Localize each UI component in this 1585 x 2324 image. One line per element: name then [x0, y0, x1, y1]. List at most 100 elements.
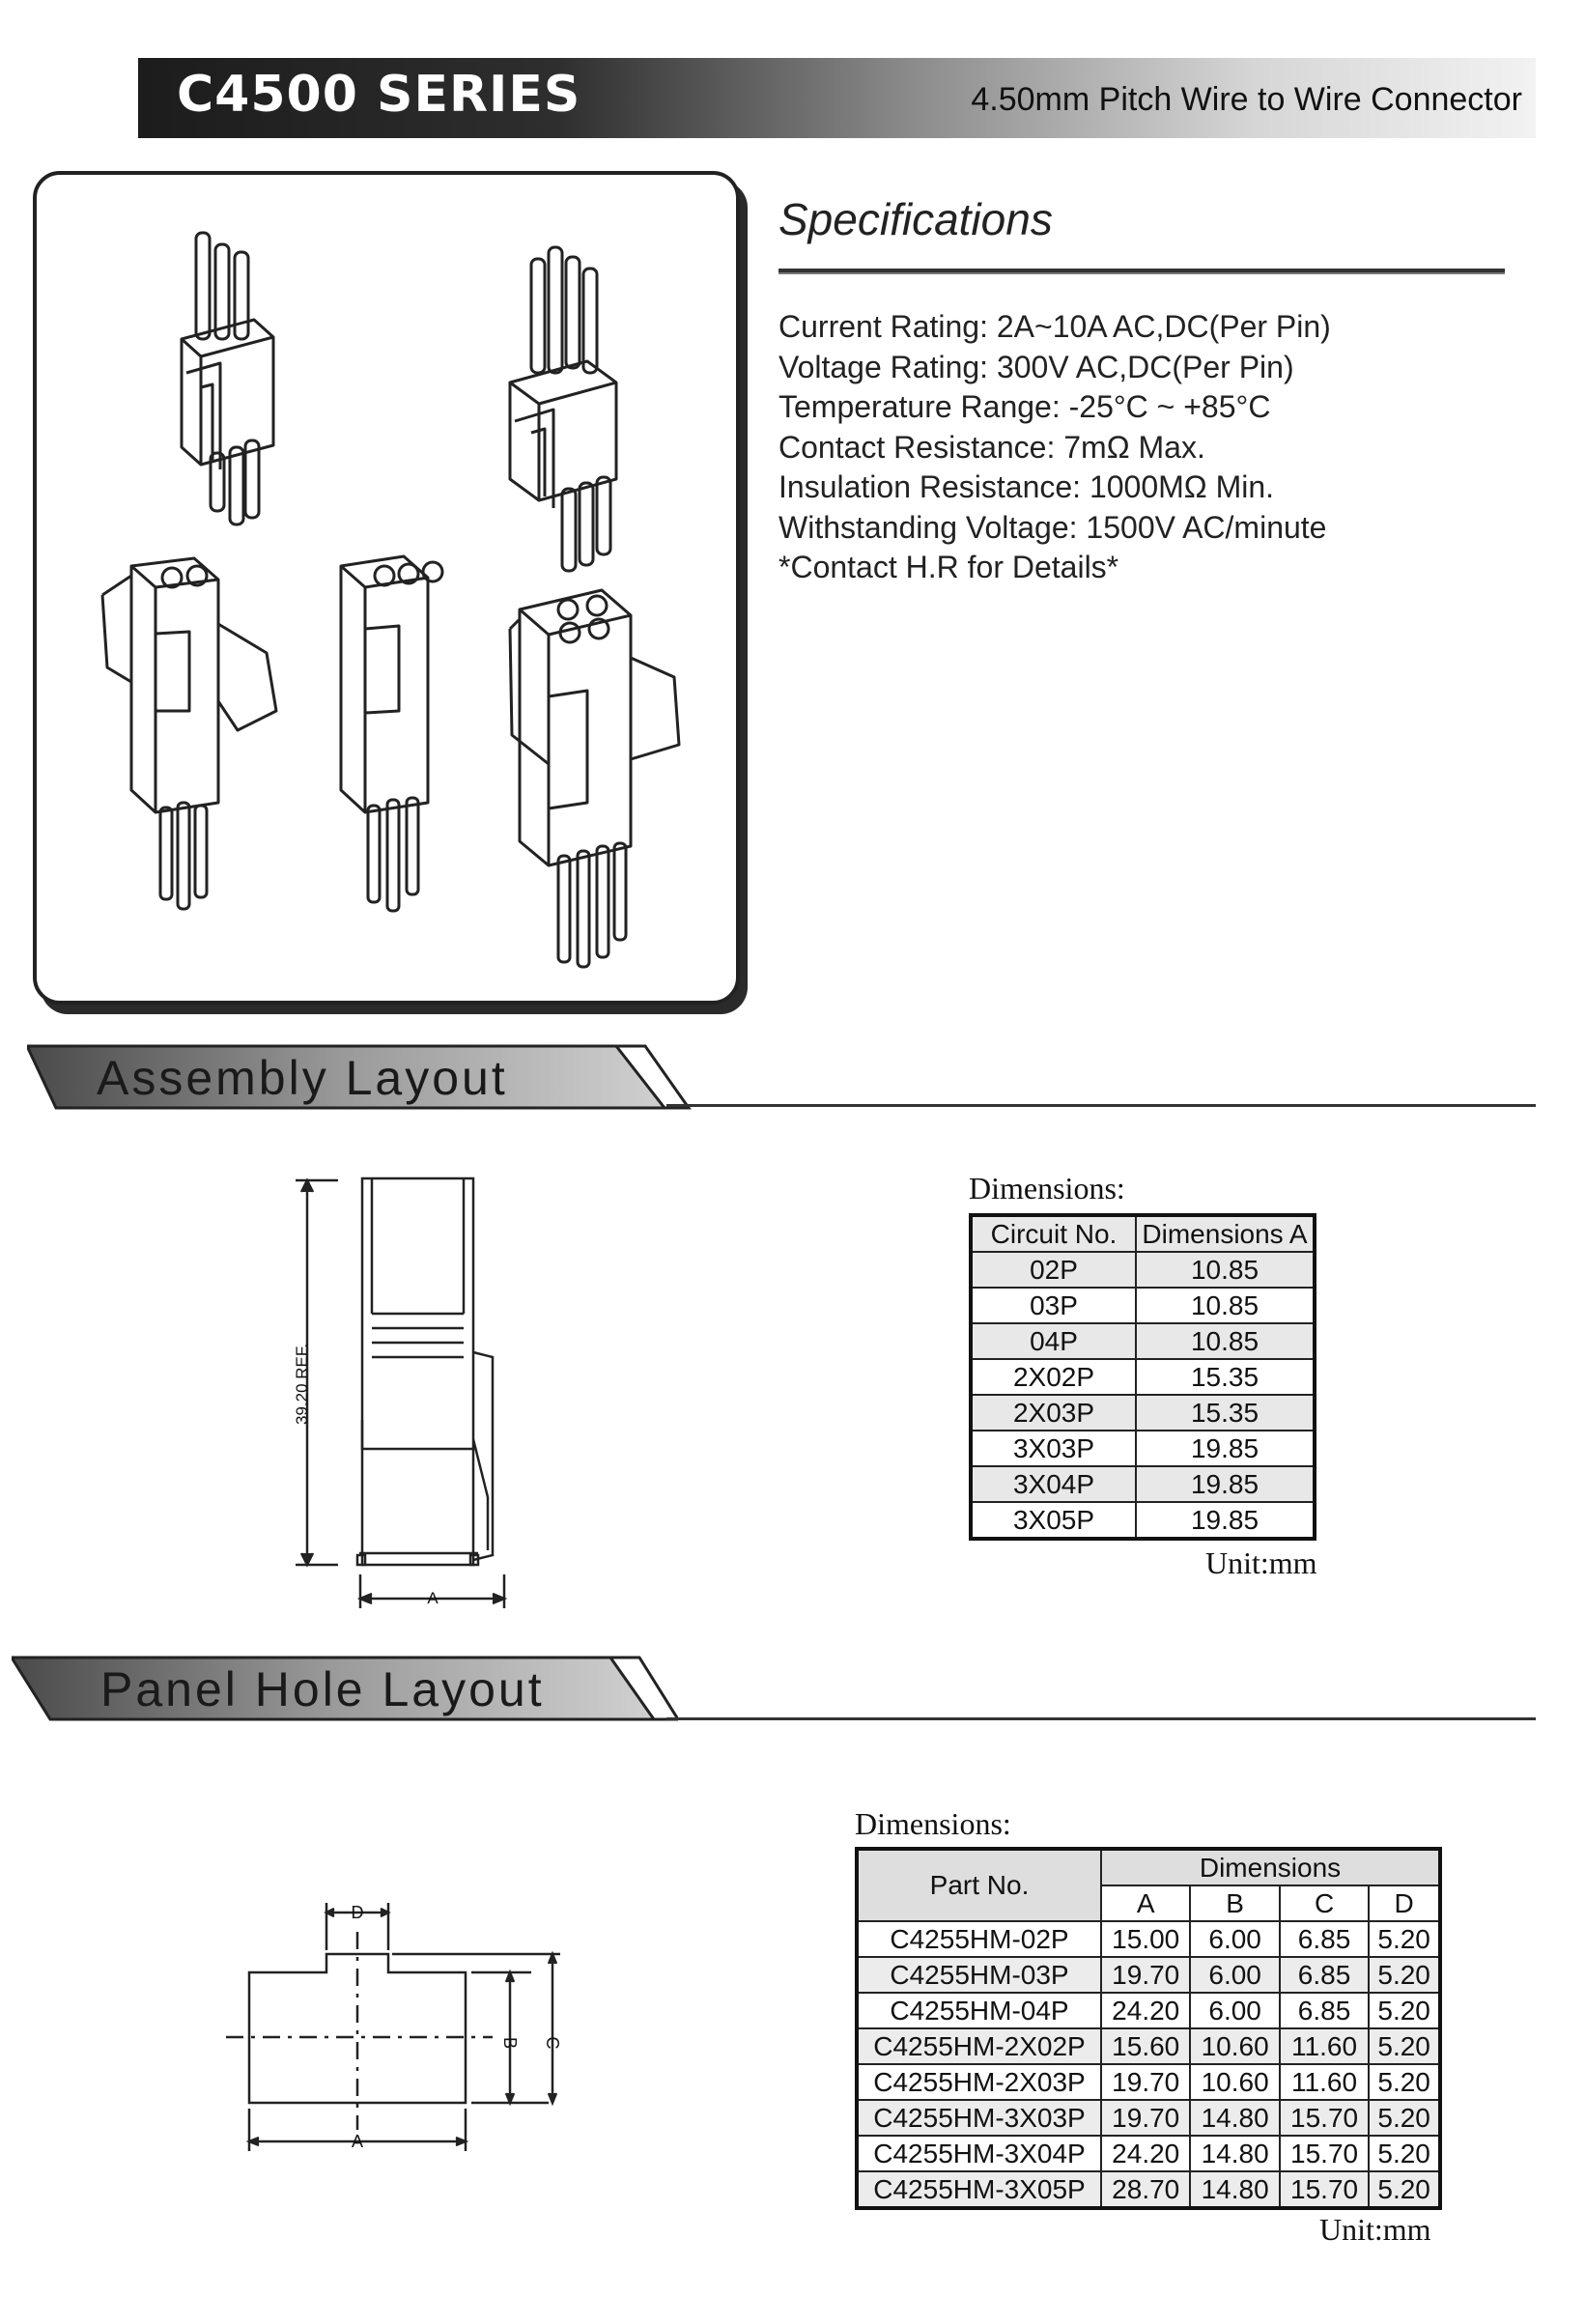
panel-dimensions-caption: Dimensions:	[855, 1806, 1011, 1841]
dim-cell: 15.60	[1099, 2027, 1192, 2065]
spec-withstanding-voltage: Withstanding Voltage: 1500V AC/minute	[778, 509, 1327, 545]
dim-cell: 15.70	[1278, 2099, 1371, 2137]
spec-insulation-resistance: Insulation Resistance: 1000MΩ Min.	[778, 469, 1275, 504]
dim-cell: 19.70	[1099, 2063, 1192, 2101]
panel-divider	[666, 1717, 1536, 1720]
dim-cell: 6.85	[1278, 1992, 1371, 2029]
column-header: Dimensions A	[1135, 1214, 1316, 1253]
series-subtitle: 4.50mm Pitch Wire to Wire Connector	[971, 81, 1522, 118]
section-tab-shape	[12, 1656, 678, 1721]
part-number-cell: C4255HM-2X02P	[856, 2027, 1102, 2065]
assembly-drawing: 39.20 REF. A	[293, 1176, 508, 1608]
spec-current-rating: Current Rating: 2A~10A AC,DC(Per Pin)	[778, 309, 1331, 344]
dim-cell: 5.20	[1368, 2099, 1441, 2137]
dim-cell: 14.80	[1189, 2170, 1281, 2209]
dimension-cell: 10.85	[1135, 1287, 1316, 1324]
dim-cell: 14.80	[1189, 2135, 1281, 2172]
spec-voltage-rating: Voltage Rating: 300V AC,DC(Per Pin)	[778, 349, 1294, 384]
specifications-divider	[778, 269, 1505, 274]
dim-cell: 5.20	[1368, 2027, 1441, 2065]
dim-cell: 11.60	[1278, 2027, 1371, 2065]
assembly-heading: Assembly Layout	[97, 1051, 508, 1105]
circuit-cell: 2X03P	[970, 1394, 1137, 1431]
dim-cell: 28.70	[1099, 2170, 1192, 2209]
circuit-cell: 02P	[970, 1251, 1137, 1289]
header-banner: C4500 SERIES 4.50mm Pitch Wire to Wire C…	[138, 58, 1536, 138]
dim-cell: 6.85	[1278, 1920, 1371, 1958]
part-number-cell: C4255HM-02P	[856, 1920, 1102, 1958]
dim-cell: 5.20	[1368, 1956, 1441, 1994]
dim-cell: 19.70	[1099, 1956, 1192, 1994]
connector-receptacle-3pin	[339, 554, 444, 913]
spec-temperature-range: Temperature Range: -25°C ~ +85°C	[778, 389, 1271, 424]
circuit-cell: 04P	[970, 1322, 1137, 1360]
dim-cell: 5.20	[1368, 1992, 1441, 2029]
dimension-cell: 10.85	[1135, 1322, 1316, 1360]
specifications-list: Current Rating: 2A~10A AC,DC(Per Pin) Vo…	[778, 307, 1331, 588]
circuit-cell: 3X04P	[970, 1465, 1137, 1503]
product-illustration	[33, 171, 740, 1005]
panel-dimension-b: B	[500, 2037, 520, 2049]
dimension-cell: 19.85	[1135, 1430, 1316, 1467]
dimension-cell: 15.35	[1135, 1394, 1316, 1431]
dim-cell: 5.20	[1368, 2063, 1441, 2101]
dim-cell: 15.70	[1278, 2135, 1371, 2172]
panel-dimension-d: D	[352, 1903, 364, 1922]
dim-cell: 10.60	[1189, 2063, 1281, 2101]
dimensions-group-header: Dimensions	[1100, 1848, 1441, 1886]
section-tab-shape	[27, 1044, 692, 1110]
connector-receptacle-2pin	[100, 556, 278, 911]
assembly-unit-label: Unit:mm	[1205, 1545, 1317, 1580]
part-number-cell: C4255HM-2X03P	[856, 2063, 1102, 2101]
panel-section-banner: Panel Hole Layout	[12, 1650, 678, 1727]
width-dimension-label: A	[427, 1589, 439, 1607]
part-number-cell: C4255HM-3X04P	[856, 2135, 1102, 2172]
dim-cell: 5.20	[1368, 2135, 1441, 2172]
dim-cell: 10.60	[1189, 2027, 1281, 2065]
dim-cell: 15.70	[1278, 2170, 1371, 2209]
dim-cell: 5.20	[1368, 1920, 1441, 1958]
part-number-cell: C4255HM-3X05P	[856, 2170, 1102, 2209]
column-header: C	[1278, 1885, 1371, 1922]
part-number-cell: C4255HM-3X03P	[856, 2099, 1102, 2137]
circuit-cell: 3X05P	[970, 1501, 1137, 1540]
dimension-cell: 10.85	[1135, 1251, 1316, 1289]
height-dimension-label: 39.20 REF.	[293, 1344, 311, 1425]
part-number-cell: C4255HM-03P	[856, 1956, 1102, 1994]
column-header: B	[1189, 1885, 1281, 1922]
dim-cell: 11.60	[1278, 2063, 1371, 2101]
panel-dimension-a: A	[352, 2132, 363, 2151]
dim-cell: 24.20	[1099, 1992, 1192, 2029]
dim-cell: 19.70	[1099, 2099, 1192, 2137]
dim-cell: 6.00	[1189, 1956, 1281, 1994]
connector-plug-2pin	[180, 231, 275, 526]
circuit-cell: 2X02P	[970, 1358, 1137, 1396]
assembly-divider	[666, 1104, 1536, 1107]
dim-cell: 6.00	[1189, 1920, 1281, 1958]
dim-cell: 24.20	[1099, 2135, 1192, 2172]
column-header: A	[1099, 1885, 1192, 1922]
dim-cell: 14.80	[1189, 2099, 1281, 2137]
assembly-section-banner: Assembly Layout	[27, 1038, 693, 1116]
assembly-dimensions-caption: Dimensions:	[969, 1171, 1125, 1205]
connector-receptacle-4pin	[508, 588, 681, 969]
part-number-header: Part No.	[856, 1848, 1102, 1922]
circuit-cell: 03P	[970, 1287, 1137, 1324]
dim-cell: 15.00	[1099, 1920, 1192, 1958]
series-title: C4500 SERIES	[177, 66, 581, 124]
